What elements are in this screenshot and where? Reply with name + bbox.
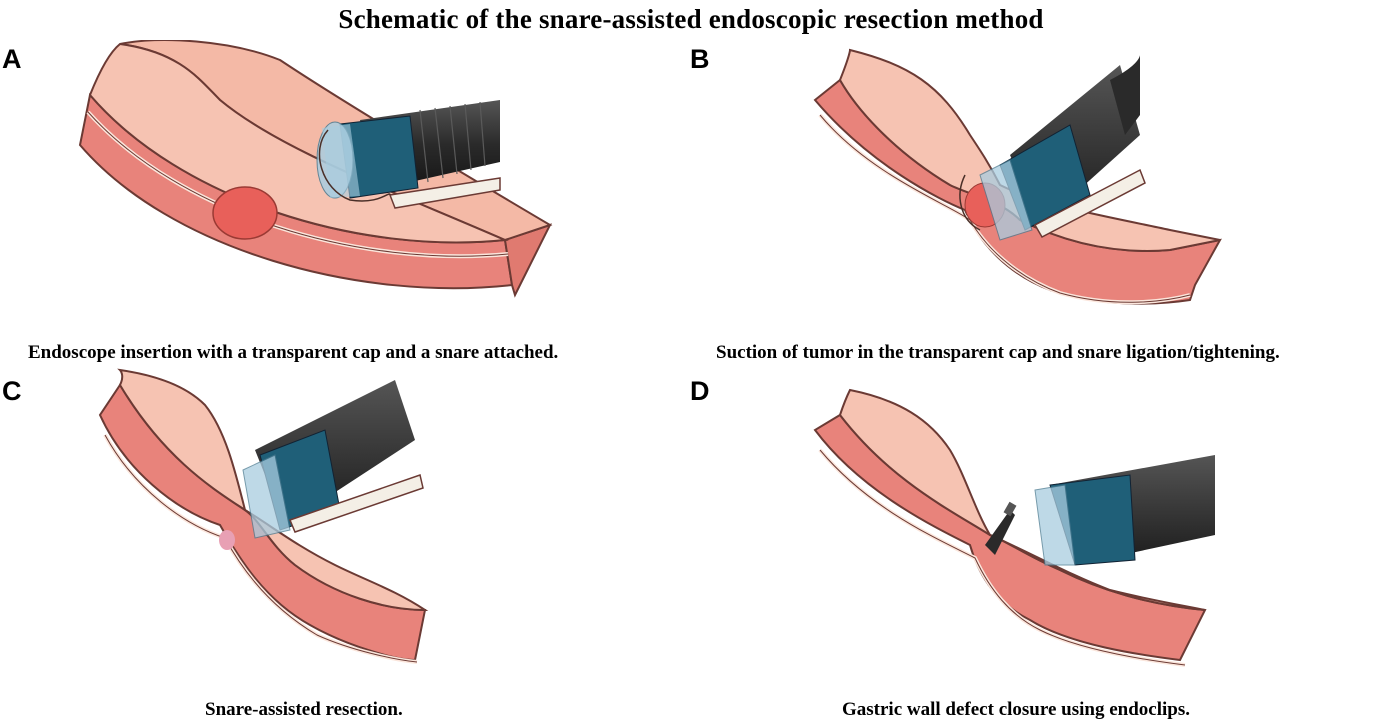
panel-letter-a: A: [2, 44, 22, 74]
caption-b: Suction of tumor in the transparent cap …: [716, 342, 1280, 363]
caption-d: Gastric wall defect closure using endocl…: [842, 699, 1190, 720]
caption-a: Endoscope insertion with a transparent c…: [28, 342, 559, 363]
caption-c: Snare-assisted resection.: [205, 699, 403, 720]
figure-title: Schematic of the snare-assisted endoscop…: [338, 4, 1044, 34]
panel-c-illustration: [98, 368, 429, 664]
panel-letter-d: D: [690, 376, 710, 406]
panel-letter-c: C: [2, 376, 22, 406]
panel-b-illustration: [813, 48, 1222, 305]
panel-d-illustration: [813, 388, 1215, 667]
panel-a-illustration: [78, 40, 553, 298]
panel-letter-b: B: [690, 44, 710, 74]
